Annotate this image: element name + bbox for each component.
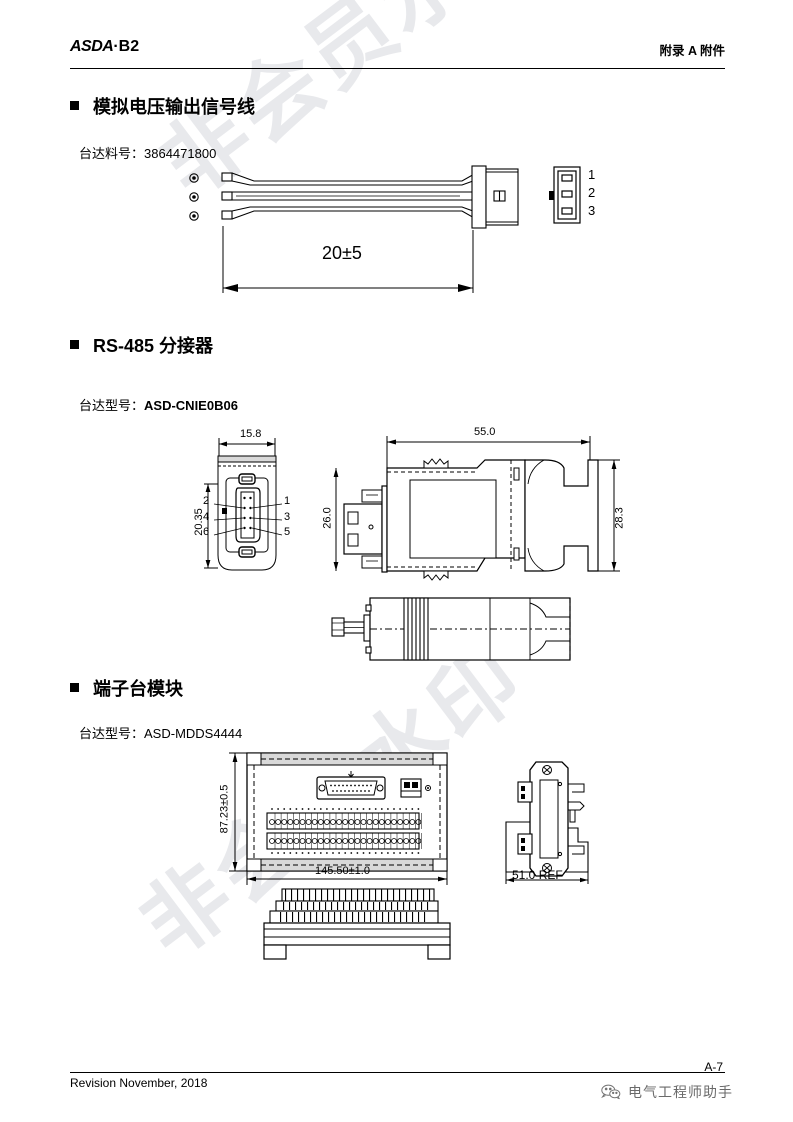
bullet-square-icon [70, 340, 79, 349]
bullet-square-icon [70, 101, 79, 110]
front-height-dimension [204, 483, 218, 569]
rs485-rib-band [403, 597, 429, 661]
side-terminal-blocks [517, 781, 533, 855]
footer-divider [70, 1072, 725, 1073]
part-value: 3864471800 [144, 146, 217, 161]
rs485-front-view: 15.8 20.35 2 4 6 1 3 5 [193, 428, 306, 585]
part-number-analog-cable: 台达料号：3864471800 [79, 143, 216, 162]
rs485-length-dimension [386, 436, 591, 470]
rs485-length-label: 55.0 [474, 426, 496, 438]
connector-pin-label-1: 1 [588, 167, 596, 182]
rs485-side-view: 55.0 26.0 28.3 [322, 426, 630, 593]
cable-connector-end-view: 1 2 3 [548, 165, 595, 232]
terminal-block-top-view-svg [229, 752, 448, 885]
part-number-rs485-splitter: 台达型号：ASD-CNIE0B06 [79, 395, 238, 414]
terminal-block-height-dimension [229, 752, 247, 872]
terminal-block-depth-label: 51.0 REF [512, 868, 563, 882]
connector-end-view-svg [549, 166, 581, 224]
part-value: ASD-MDDS4444 [144, 726, 243, 741]
rs485-pin-label-2: 2 [203, 495, 210, 507]
rs485-clips [423, 458, 449, 581]
footer-page-number: A-7 [704, 1060, 723, 1074]
section-title-rs485-splitter: RS-485 分接器 [70, 332, 213, 358]
cable-length-dimension [222, 226, 474, 293]
terminal-block-width-label: 145.50±1.0 [315, 865, 370, 877]
wire-end-rings [189, 173, 199, 221]
terminal-block-front-elevation [258, 885, 478, 965]
part-value: ASD-CNIE0B06 [144, 398, 238, 413]
terminal-block-front-ticks [280, 889, 431, 922]
terminal-block-side-view: 51.0 REF [492, 750, 612, 895]
rs485-front-width-label: 15.8 [240, 428, 262, 440]
rs485-right-height-label: 28.3 [613, 507, 626, 529]
section-title-text: 模拟电压输出信号线 [93, 97, 255, 117]
rs485-right-height-dimension [598, 459, 620, 572]
section-title-analog-cable: 模拟电压输出信号线 [70, 93, 255, 119]
rs485-pin-label-5: 5 [284, 526, 291, 538]
part-label: 台达料号： [79, 146, 145, 161]
terminal-screw-rows [266, 812, 420, 850]
rs485-side-view-svg [333, 436, 620, 581]
terminal-block-depth-dimension [505, 872, 589, 884]
part-label: 台达型号： [79, 726, 145, 741]
rs485-bottom-view [330, 585, 630, 685]
section-title-text: 端子台模块 [93, 679, 183, 699]
cable-connector-housing [471, 165, 519, 229]
rs485-bottom-view-svg [331, 597, 571, 661]
wire-top [221, 172, 477, 186]
wire-middle [221, 191, 472, 201]
terminal-screw-marks [269, 808, 422, 854]
header-appendix-title: 附录 A 附件 [659, 44, 725, 58]
page-header: ASDA·B2 附录 A 附件 [70, 38, 725, 69]
asda-b2-logo: ASDA·B2 [70, 38, 139, 56]
cable-drawing-svg [189, 165, 519, 293]
watermark-badge: 电气工程师助手 [600, 1082, 733, 1102]
terminal-block-height-label: 87.23±0.5 [218, 784, 231, 834]
rs485-pin-label-1: 1 [284, 495, 291, 507]
terminal-block-top-view: 87.23±0.5 145.50±1.0 [205, 745, 475, 890]
logo-separator: · [113, 38, 119, 55]
badge-label: 电气工程师助手 [628, 1084, 733, 1100]
pin-leaders-left [213, 503, 244, 536]
terminal-block-width-dimension [246, 871, 448, 885]
footer-revision: Revision November, 2018 [70, 1076, 208, 1090]
cable-length-dimension-label: 20±5 [322, 243, 362, 263]
pin-leaders-right [251, 503, 283, 536]
rs485-pin-label-3: 3 [284, 511, 291, 523]
rs485-pin-label-4: 4 [203, 511, 210, 523]
terminal-block-front-elevation-svg [263, 888, 451, 960]
front-width-dimension [218, 438, 276, 456]
rs485-front-view-svg [204, 438, 283, 571]
terminal-block-side-view-svg [505, 761, 589, 884]
rs485-pin-label-6: 6 [203, 526, 210, 538]
part-number-terminal-block: 台达型号：ASD-MDDS4444 [79, 723, 242, 742]
rs485-bottom-plug [331, 617, 365, 637]
rs485-housing [386, 458, 599, 581]
dsub-connector [316, 771, 386, 800]
analog-voltage-output-cable-drawing: 20±5 [170, 160, 620, 315]
rs485-pin-dots [243, 496, 252, 530]
power-terminal [400, 778, 431, 798]
connector-pin-label-3: 3 [588, 203, 596, 218]
wechat-icon [600, 1083, 622, 1101]
rs485-left-height-dimension [333, 468, 339, 571]
logo-model: B2 [118, 38, 140, 55]
section-title-text: RS-485 分接器 [93, 336, 214, 356]
bullet-square-icon [70, 683, 79, 692]
rs485-connector-block [343, 485, 388, 573]
logo-brand: ASDA [70, 38, 114, 55]
rs485-left-height-label: 26.0 [321, 507, 334, 529]
connector-pin-label-2: 2 [588, 185, 596, 200]
wire-bottom [221, 206, 477, 220]
section-title-terminal-block: 端子台模块 [70, 675, 183, 701]
part-label: 台达型号： [79, 398, 145, 413]
